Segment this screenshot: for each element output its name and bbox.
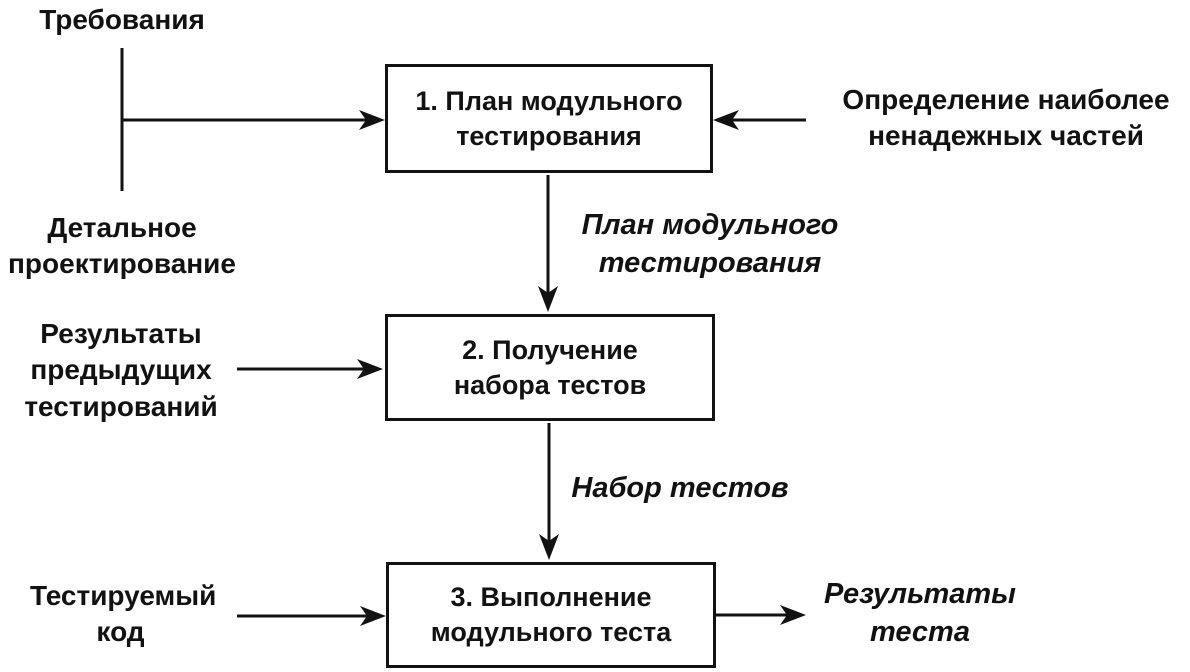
arrow-execute-to-results: [716, 605, 806, 625]
flow-label-test-set: Набор тестов: [571, 472, 789, 504]
label-unreliable-parts: Определение наиболее ненадежных частей: [842, 84, 1170, 152]
label-previous-results: Результаты предыдущих тестирований: [24, 318, 218, 422]
flow-label-test-results: Результаты теста: [824, 578, 1016, 648]
box-execute-module-test: 3. Выполнение модульного теста: [386, 562, 716, 668]
box-module-test-plan: 1. План модульного тестирования: [385, 64, 713, 173]
arrow-code-to-execute: [237, 606, 386, 626]
flow-label-module-test-plan: План модульного тестирования: [581, 209, 839, 279]
arrow-requirements-to-plan: [122, 110, 385, 130]
label-code-under-test: Тестируемый код: [30, 580, 217, 648]
arrow-plan-to-testset: [538, 175, 558, 312]
arrow-prevresults-to-testset: [237, 359, 383, 379]
box-obtain-test-set: 2. Получение набора тестов: [385, 314, 715, 421]
label-detailed-design: Детальное проектирование: [8, 212, 236, 280]
arrow-unreliable-to-plan: [713, 110, 806, 130]
label-requirements: Требования: [39, 4, 205, 35]
arrow-testset-to-execute: [539, 423, 559, 560]
